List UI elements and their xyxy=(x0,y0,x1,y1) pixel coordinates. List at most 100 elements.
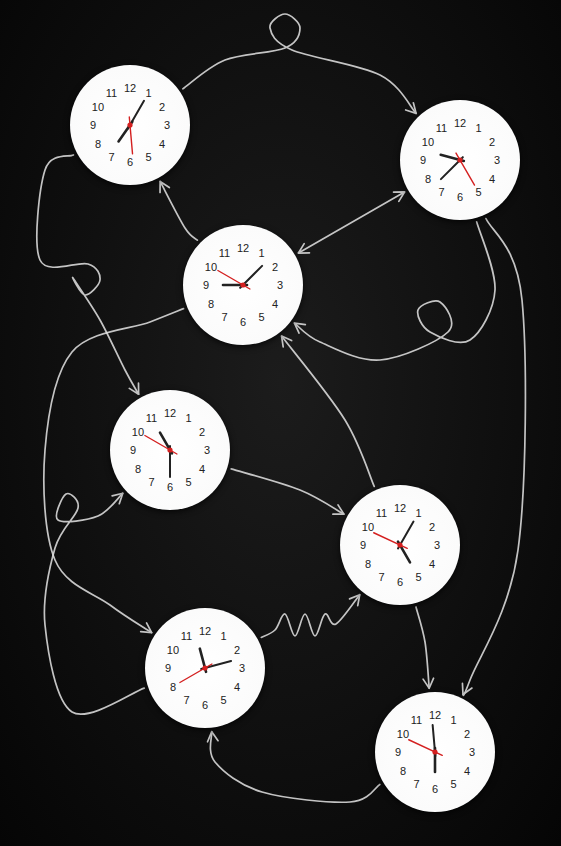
clock-numeral: 8 xyxy=(400,765,406,777)
clock-numeral: 8 xyxy=(425,173,431,185)
clock-numeral: 6 xyxy=(457,191,463,203)
clock-numeral: 5 xyxy=(258,311,264,323)
clock-numeral: 6 xyxy=(127,156,133,168)
clock-numeral: 1 xyxy=(220,630,226,642)
clock-numeral: 3 xyxy=(494,154,500,166)
clock-numeral: 11 xyxy=(181,630,192,642)
clock-numeral: 5 xyxy=(450,778,456,790)
clock-numeral: 9 xyxy=(360,539,366,551)
clock-numeral: 1 xyxy=(475,122,481,134)
clock-numeral: 10 xyxy=(205,261,217,273)
chalk-arrow xyxy=(208,732,380,803)
clock-numeral: 10 xyxy=(397,728,409,740)
clock-numeral: 7 xyxy=(438,186,444,198)
clock-node: 12 12 3 456 78 9 1011 xyxy=(340,485,460,605)
clock-numeral: 4 xyxy=(272,298,278,310)
chalk-arrow xyxy=(282,336,375,486)
clock-numeral: 12 xyxy=(454,117,466,129)
clock-numeral: 4 xyxy=(199,463,205,475)
clock-node: 121234567891011 xyxy=(145,608,265,728)
clock-numeral: 11 xyxy=(436,122,447,134)
chalk-arrow xyxy=(44,493,144,714)
clock-node: 12 12 3 456 78 9 1011 xyxy=(375,692,495,812)
clock-numeral: 2 xyxy=(159,101,165,113)
clock-numeral: 9 xyxy=(395,746,401,758)
clock-numeral: 2 xyxy=(199,426,205,438)
clock-numeral: 3 xyxy=(239,662,245,674)
clock-numeral: 4 xyxy=(489,173,495,185)
clock-numeral: 9 xyxy=(90,119,96,131)
chalk-arrow xyxy=(416,607,434,688)
clock-numeral: 7 xyxy=(148,476,154,488)
clock-numeral: 4 xyxy=(234,681,240,693)
clock-numeral: 5 xyxy=(415,571,421,583)
clock-numeral: 9 xyxy=(130,444,136,456)
clock-numeral: 7 xyxy=(108,151,114,163)
clock-numeral: 2 xyxy=(489,136,495,148)
clock-numeral: 2 xyxy=(429,521,435,533)
chalk-arrow xyxy=(261,595,359,638)
clock-numeral: 8 xyxy=(95,138,101,150)
clock-numeral: 6 xyxy=(432,783,438,795)
clock-numeral: 12 xyxy=(199,625,211,637)
clock-node: 12 12 3 456 78 9 1011 xyxy=(70,65,190,185)
clock-numeral: 2 xyxy=(272,261,278,273)
clock-numeral: 1 xyxy=(450,714,456,726)
clock-numeral: 7 xyxy=(221,311,227,323)
clock-numeral: 3 xyxy=(469,746,475,758)
clock-numeral: 11 xyxy=(219,247,230,259)
clock-numeral: 6 xyxy=(167,481,173,493)
clock-numeral: 2 xyxy=(464,728,470,740)
clock-numeral: 12 xyxy=(124,82,136,94)
clock-numeral: 8 xyxy=(135,463,141,475)
clock-numeral: 9 xyxy=(165,662,171,674)
clock-numeral: 9 xyxy=(203,279,209,291)
clock-numeral: 6 xyxy=(397,576,403,588)
clock-numeral: 12 xyxy=(394,502,406,514)
clock-numeral: 8 xyxy=(208,298,214,310)
clock-numeral: 2 xyxy=(234,644,240,656)
clock-numeral: 3 xyxy=(204,444,210,456)
chalk-arrow xyxy=(183,14,416,113)
clock-numeral: 1 xyxy=(145,87,151,99)
clock-numeral: 12 xyxy=(237,242,249,254)
clock-numeral: 9 xyxy=(420,154,426,166)
clock-numeral: 10 xyxy=(422,136,434,148)
clock-numeral: 5 xyxy=(145,151,151,163)
clock-numeral: 4 xyxy=(464,765,470,777)
clock-numeral: 10 xyxy=(362,521,374,533)
clock-numeral: 3 xyxy=(277,279,283,291)
clock-numeral: 1 xyxy=(185,412,191,424)
clock-node: 12 12 3 456 78 9 1011 xyxy=(183,225,303,345)
chalk-arrow xyxy=(160,181,197,240)
clock-numeral: 5 xyxy=(475,186,481,198)
clock-numeral: 11 xyxy=(146,412,157,424)
clock-numeral: 3 xyxy=(434,539,440,551)
clock-numeral: 6 xyxy=(202,699,208,711)
clock-numeral: 11 xyxy=(376,507,387,519)
clock-numeral: 12 xyxy=(429,709,441,721)
chalk-arrow xyxy=(294,222,495,360)
clock-numeral: 8 xyxy=(365,558,371,570)
clock-numeral: 10 xyxy=(92,101,104,113)
chalk-arrow xyxy=(231,469,344,514)
clock-node: 121234567891011 xyxy=(110,390,230,510)
clock-numeral: 1 xyxy=(415,507,421,519)
clock-numeral: 1 xyxy=(258,247,264,259)
clock-numeral: 3 xyxy=(164,119,170,131)
clock-numeral: 4 xyxy=(159,138,165,150)
clock-numeral: 12 xyxy=(164,407,176,419)
clock-numeral: 10 xyxy=(167,644,179,656)
chalk-arrow xyxy=(462,219,525,696)
chalk-arrow xyxy=(37,155,139,394)
clock-numeral: 7 xyxy=(413,778,419,790)
clock-numeral: 5 xyxy=(220,694,226,706)
clock-numeral: 6 xyxy=(240,316,246,328)
clock-numeral: 10 xyxy=(132,426,144,438)
clock-numeral: 11 xyxy=(106,87,117,99)
clock-numeral: 7 xyxy=(378,571,384,583)
clock-numeral: 11 xyxy=(411,714,422,726)
clock-numeral: 8 xyxy=(170,681,176,693)
clock-numeral: 4 xyxy=(429,558,435,570)
chalk-arrow xyxy=(298,192,404,253)
